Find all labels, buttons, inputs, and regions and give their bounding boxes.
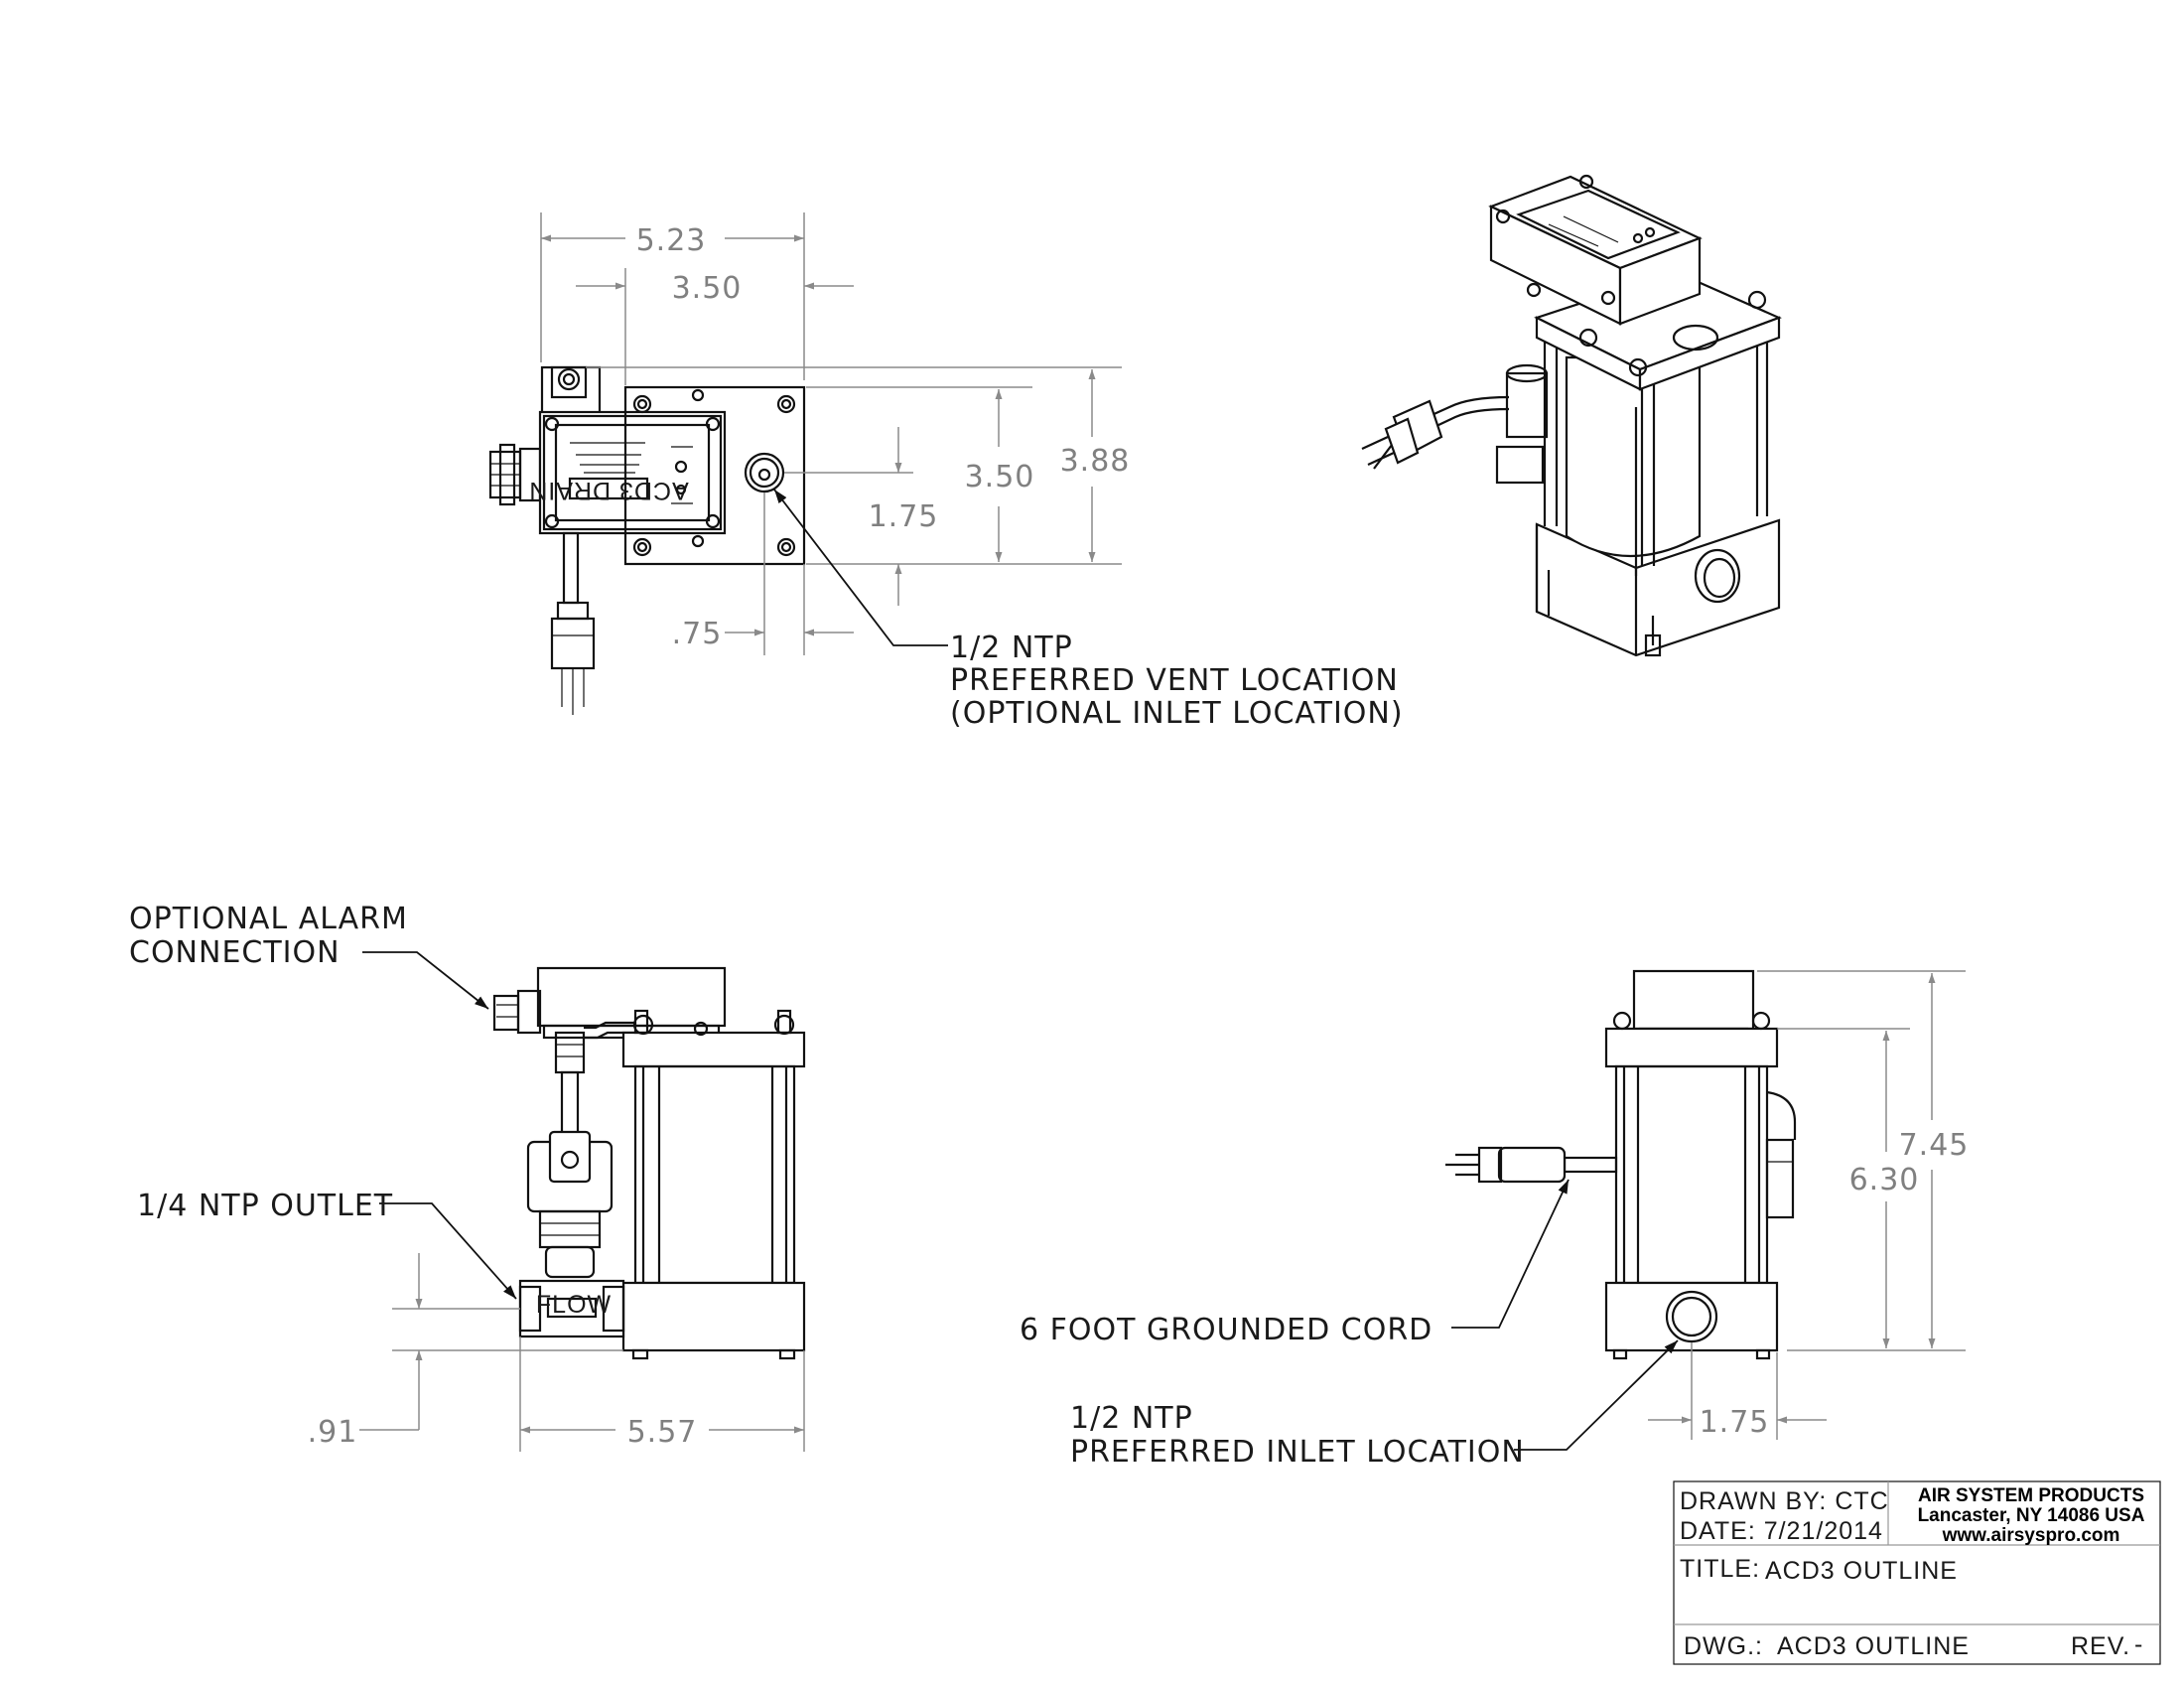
rev-value: - bbox=[2134, 1630, 2143, 1658]
dimension-top-height-body: 3.50 bbox=[965, 460, 1035, 494]
top-view: ACD3 DRAIN 5.23 bbox=[488, 212, 1404, 731]
dwg-value: ACD3 OUTLINE bbox=[1777, 1632, 1970, 1660]
title-block: DRAWN BY: CTC DATE: 7/21/2014 AIR SYSTEM… bbox=[1673, 1480, 2161, 1665]
drawing-date: DATE: 7/21/2014 bbox=[1680, 1517, 1883, 1545]
outlet-callout: 1/4 NTP OUTLET bbox=[137, 1189, 393, 1223]
company-website: www.airsyspro.com bbox=[1942, 1525, 2120, 1546]
company-address: Lancaster, NY 14086 USA bbox=[1918, 1505, 2145, 1526]
vent-callout-line3: (OPTIONAL INLET LOCATION) bbox=[950, 696, 1404, 731]
vent-callout-line1: 1/2 NTP bbox=[950, 631, 1073, 665]
alarm-callout-line2: CONNECTION bbox=[129, 935, 341, 970]
dimension-side-width-overall: 5.57 bbox=[627, 1415, 698, 1450]
end-view: 6 FOOT GROUNDED CORD 1/2 NTP PREFERRED I… bbox=[1020, 969, 1970, 1470]
rev-label: REV. bbox=[2071, 1632, 2130, 1660]
dimension-end-height-body: 6.30 bbox=[1849, 1163, 1920, 1197]
title-label: TITLE: bbox=[1680, 1555, 1760, 1583]
inlet-callout-line1: 1/2 NTP bbox=[1070, 1401, 1193, 1436]
side-view: FLOW OPTIONAL ALARM CONNECTION 1/4 NTP O… bbox=[129, 902, 806, 1452]
company-name: AIR SYSTEM PRODUCTS bbox=[1918, 1485, 2144, 1506]
control-display-label: ACD3 DRAIN bbox=[528, 477, 688, 504]
dimension-top-width-overall: 5.23 bbox=[636, 223, 707, 258]
dimension-side-outlet-height: .91 bbox=[308, 1415, 358, 1450]
vent-callout-line2: PREFERRED VENT LOCATION bbox=[950, 663, 1399, 698]
dimension-end-inlet-center: 1.75 bbox=[1700, 1405, 1770, 1440]
drawn-by: DRAWN BY: CTC bbox=[1680, 1487, 1889, 1515]
title-value: ACD3 OUTLINE bbox=[1765, 1557, 1958, 1585]
dimension-top-vent-center-y: 1.75 bbox=[869, 499, 939, 534]
inlet-callout-line2: PREFERRED INLET LOCATION bbox=[1070, 1435, 1525, 1470]
cord-callout: 6 FOOT GROUNDED CORD bbox=[1020, 1313, 1433, 1347]
alarm-callout-line1: OPTIONAL ALARM bbox=[129, 902, 408, 936]
dimension-top-width-body: 3.50 bbox=[672, 271, 743, 306]
dimension-top-height-overall: 3.88 bbox=[1060, 444, 1131, 479]
dimension-end-height-overall: 7.45 bbox=[1899, 1128, 1970, 1163]
dwg-label: DWG.: bbox=[1684, 1632, 1763, 1660]
dimension-top-vent-center-x: .75 bbox=[672, 617, 723, 651]
flow-arrow-label: FLOW bbox=[536, 1291, 612, 1319]
isometric-view bbox=[1361, 174, 1782, 657]
